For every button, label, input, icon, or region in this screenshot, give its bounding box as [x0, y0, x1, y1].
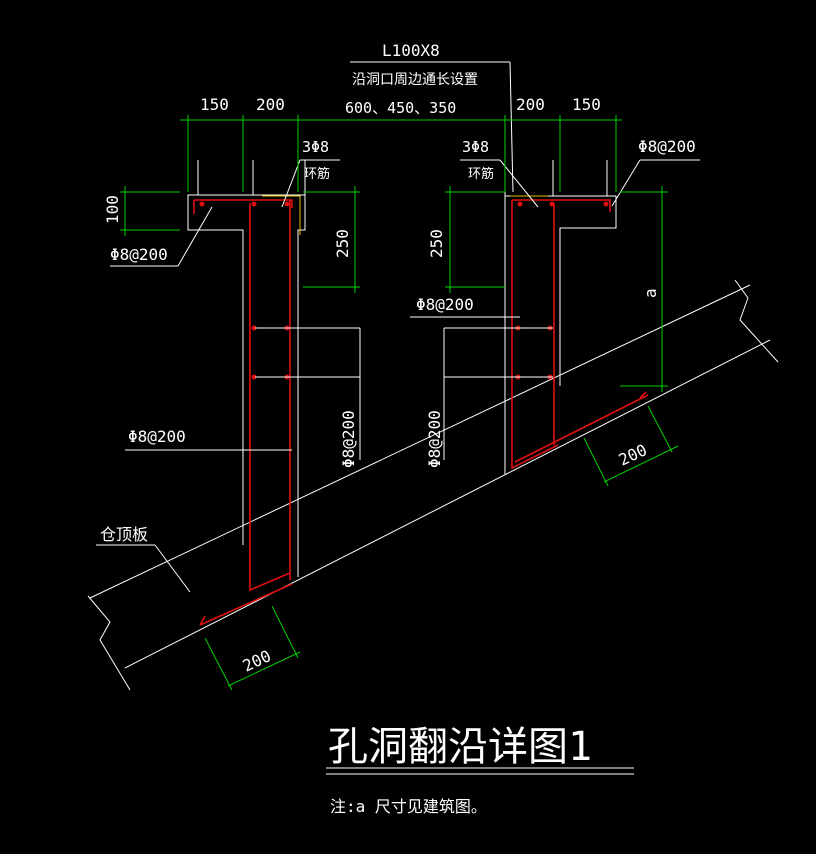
rebar-dots: [199, 201, 609, 380]
angle-sizes-label: 600、450、350: [345, 99, 456, 117]
roof-slab-label: 仓顶板: [100, 525, 148, 544]
drawing-title: 孔洞翻沿详图1: [328, 724, 592, 770]
rebar: [193, 199, 649, 626]
dimension-lines: [120, 115, 679, 691]
ring-bar-right-label: 3Φ8: [462, 138, 489, 156]
leader-lines: [96, 61, 700, 593]
dim-right-top-2: 150: [572, 95, 601, 114]
dim-left-depth: 250: [333, 229, 352, 258]
dim-right-bottom: 200: [616, 440, 650, 469]
stirrup-right-vertical-label: Φ8@200: [425, 410, 444, 468]
dim-left-top-1: 150: [200, 95, 229, 114]
ring-word-right-label: 环筋: [468, 166, 494, 182]
stirrup-right-top-label: Φ8@200: [638, 137, 696, 156]
dim-left-flange: 100: [103, 195, 122, 224]
concrete-outline: [87, 160, 779, 691]
dim-right-depth: 250: [427, 229, 446, 258]
stirrup-left-top-label: Φ8@200: [110, 245, 168, 264]
ring-word-left-label: 环筋: [304, 166, 330, 182]
drawing-note: 注:a 尺寸见建筑图。: [330, 797, 487, 816]
dim-left-bottom: 200: [240, 646, 274, 675]
dim-left-top-2: 200: [256, 95, 285, 114]
dim-right-top-1: 200: [516, 95, 545, 114]
angle-steel-label: L100X8: [382, 41, 440, 60]
stirrup-left-vertical-label: Φ8@200: [339, 410, 358, 468]
stirrup-left-mid-label: Φ8@200: [128, 427, 186, 446]
title-underline: [326, 767, 634, 775]
dim-right-a: a: [641, 288, 660, 298]
ring-bar-left-label: 3Φ8: [302, 138, 329, 156]
stirrup-right-mid-label: Φ8@200: [416, 295, 474, 314]
angle-note-label: 沿洞口周边通长设置: [352, 72, 478, 88]
